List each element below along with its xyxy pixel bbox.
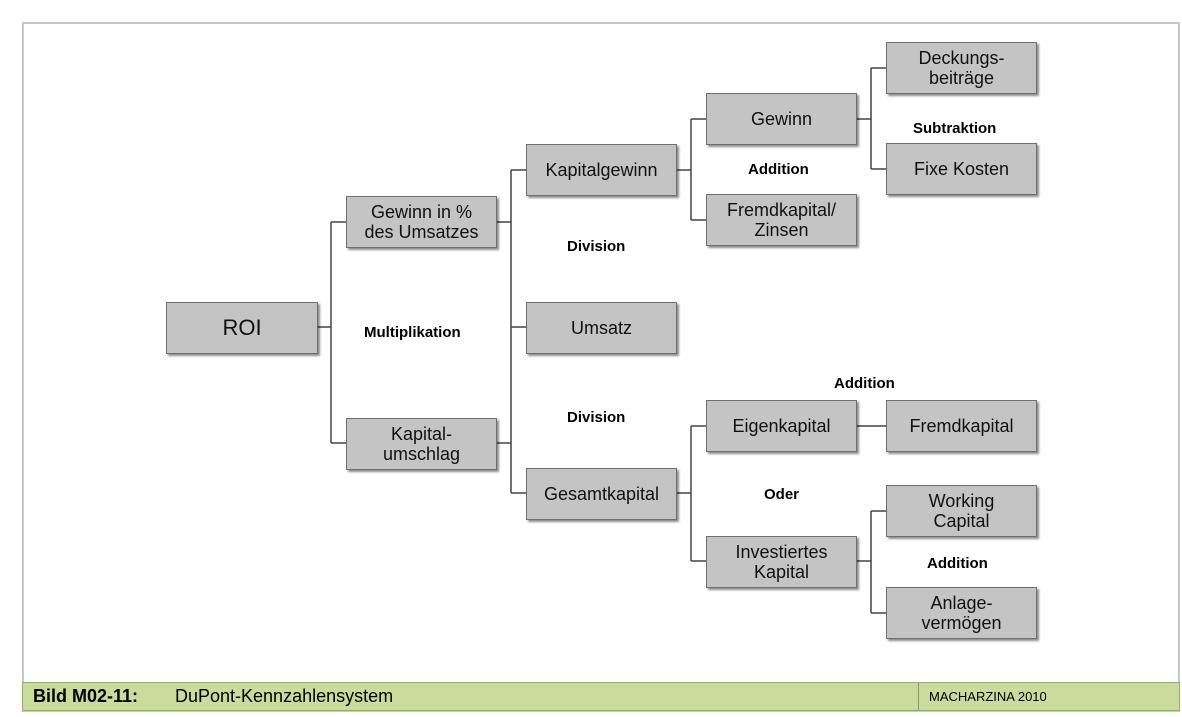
box-gesamtkapital: Gesamtkapital bbox=[526, 468, 677, 520]
connector-gewinn bbox=[857, 67, 886, 170]
connector-kapitalumschlag bbox=[497, 327, 526, 494]
box-fixe-kosten: Fixe Kosten bbox=[886, 143, 1037, 195]
box-working-capital: Working Capital bbox=[886, 485, 1037, 537]
box-anlagevermoegen: Anlage- vermögen bbox=[886, 587, 1037, 639]
operator-oder: Oder bbox=[764, 486, 800, 503]
box-kapitalumschlag: Kapital- umschlag bbox=[346, 418, 497, 470]
figure-code: Bild M02-11: bbox=[33, 686, 139, 706]
box-fremdkapital-zinsen: Fremdkapital/ Zinsen bbox=[706, 194, 857, 246]
box-deckungsbeitraege: Deckungs- beiträge bbox=[886, 42, 1037, 94]
box-gewinn: Gewinn bbox=[706, 93, 857, 145]
box-eigenkapital: Eigenkapital bbox=[706, 400, 857, 452]
connector-roi bbox=[318, 221, 346, 444]
connector-gewinn-umsatz bbox=[497, 169, 526, 328]
operator-addition-gewinn: Addition bbox=[748, 161, 809, 178]
figure-source: MACHARZINA 2010 bbox=[929, 689, 1047, 704]
operator-addition-eigenkapital: Addition bbox=[834, 375, 895, 392]
box-kapitalgewinn: Kapitalgewinn bbox=[526, 144, 677, 196]
operator-division-top: Division bbox=[567, 238, 626, 255]
box-gewinn-in-prozent-des-umsatzes: Gewinn in % des Umsatzes bbox=[346, 196, 497, 248]
operator-division-bottom: Division bbox=[567, 409, 626, 426]
operator-addition-working: Addition bbox=[927, 555, 988, 572]
box-investiertes-kapital: Investiertes Kapital bbox=[706, 536, 857, 588]
box-roi: ROI bbox=[166, 302, 318, 354]
caption-bar: Bild M02-11: DuPont-Kennzahlensystem MAC… bbox=[22, 682, 1180, 711]
caption-divider bbox=[918, 683, 919, 710]
box-fremdkapital: Fremdkapital bbox=[886, 400, 1037, 452]
figure-title: DuPont-Kennzahlensystem bbox=[175, 686, 394, 706]
operator-subtraktion: Subtraktion bbox=[913, 120, 997, 137]
connector-gesamtkapital bbox=[677, 425, 706, 562]
connector-investiertes-kapital bbox=[857, 510, 886, 614]
box-umsatz: Umsatz bbox=[526, 302, 677, 354]
connector-kapitalgewinn bbox=[677, 118, 706, 221]
operator-multiplikation: Multiplikation bbox=[364, 324, 461, 341]
